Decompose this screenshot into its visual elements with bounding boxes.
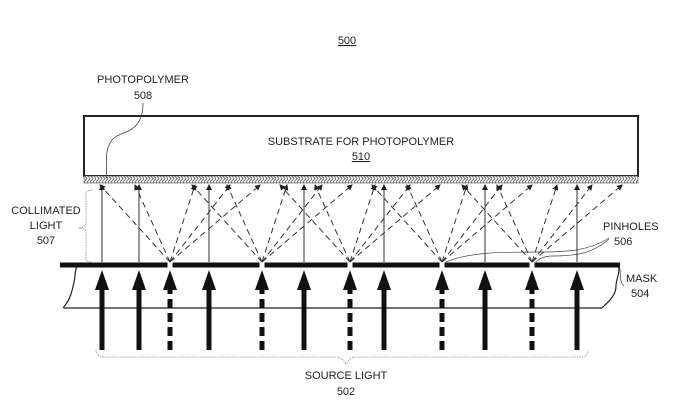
arrow-head bbox=[435, 270, 449, 290]
substrate-label: SUBSTRATE FOR PHOTOPOLYMER bbox=[268, 136, 454, 148]
diffracted-ray bbox=[191, 184, 263, 263]
pinhole bbox=[530, 263, 534, 267]
pinholes-leader-1 bbox=[445, 237, 610, 263]
photopolymer-ref: 508 bbox=[134, 90, 152, 102]
photopolymer-label: PHOTOPOLYMER bbox=[97, 74, 189, 86]
arrow-head bbox=[95, 270, 109, 290]
diffracted-ray bbox=[349, 184, 441, 263]
source-arrow-dashed bbox=[435, 270, 449, 350]
diffracted-ray bbox=[531, 184, 593, 263]
pinhole bbox=[260, 263, 264, 267]
diffracted-ray bbox=[496, 184, 533, 263]
diffracted-ray bbox=[441, 184, 503, 263]
source-arrow-solid bbox=[377, 270, 391, 350]
diffracted-ray bbox=[261, 184, 289, 263]
arrow-head bbox=[525, 270, 539, 290]
diffracted-ray bbox=[349, 184, 377, 263]
mask-leader bbox=[618, 265, 625, 287]
arrow-head bbox=[202, 270, 216, 290]
mask bbox=[60, 262, 620, 268]
diffracted-ray bbox=[169, 184, 197, 263]
mask-label: MASK bbox=[626, 273, 658, 285]
source-arrow-solid bbox=[132, 270, 146, 350]
diffracted-ray bbox=[169, 184, 231, 263]
diffracted-ray bbox=[226, 184, 263, 263]
light-rays bbox=[99, 184, 623, 263]
pinholes-ref: 506 bbox=[614, 236, 632, 248]
collimated-light-label-2: LIGHT bbox=[30, 220, 63, 232]
pinholes-label: PINHOLES bbox=[603, 221, 659, 233]
source-arrow-dashed bbox=[163, 270, 177, 350]
source-arrows bbox=[95, 270, 584, 350]
diffracted-ray bbox=[99, 184, 171, 263]
source-arrow-solid bbox=[95, 270, 109, 350]
left-break-line bbox=[62, 264, 81, 309]
diffracted-ray bbox=[461, 184, 533, 263]
arrow-head bbox=[570, 270, 584, 290]
pinhole bbox=[440, 263, 444, 267]
diffracted-ray bbox=[169, 184, 261, 263]
arrow-head bbox=[343, 270, 357, 290]
right-break-line bbox=[601, 264, 620, 309]
pinholes-leader-2 bbox=[535, 238, 610, 263]
photopolymer-leader bbox=[105, 102, 144, 179]
diffracted-ray bbox=[261, 184, 353, 263]
diffracted-ray bbox=[406, 184, 443, 263]
pinhole bbox=[168, 263, 172, 267]
arrow-head bbox=[297, 270, 311, 290]
diffracted-ray bbox=[371, 184, 443, 263]
diffracted-ray bbox=[261, 184, 323, 263]
diffracted-ray bbox=[134, 184, 171, 263]
diffracted-ray bbox=[349, 184, 411, 263]
source-arrow-dashed bbox=[343, 270, 357, 350]
diffracted-ray bbox=[441, 184, 533, 263]
source-arrow-solid bbox=[478, 270, 492, 350]
source-light-ref: 502 bbox=[337, 386, 355, 398]
collimated-light-ref: 507 bbox=[37, 235, 55, 247]
source-arrow-solid bbox=[570, 270, 584, 350]
arrow-head bbox=[132, 270, 146, 290]
figure-number: 500 bbox=[338, 35, 356, 47]
arrow-head bbox=[377, 270, 391, 290]
diffracted-ray bbox=[441, 184, 469, 263]
source-arrow-solid bbox=[297, 270, 311, 350]
diffracted-ray bbox=[314, 184, 351, 263]
collimated-light-label-1: COLLIMATED bbox=[11, 205, 81, 217]
pinhole bbox=[348, 263, 352, 267]
arrow-head bbox=[163, 270, 177, 290]
source-light-bracket bbox=[95, 349, 589, 365]
source-light-label: SOURCE LIGHT bbox=[305, 370, 388, 382]
arrow-head bbox=[255, 270, 269, 290]
mask-ref: 504 bbox=[631, 288, 649, 300]
arrow-head bbox=[478, 270, 492, 290]
collimated-light-bracket bbox=[77, 189, 93, 263]
substrate-box bbox=[83, 115, 639, 177]
source-arrow-dashed bbox=[255, 270, 269, 350]
source-arrow-solid bbox=[202, 270, 216, 350]
diffracted-ray bbox=[279, 184, 351, 263]
substrate-ref: 510 bbox=[352, 151, 370, 163]
source-arrow-dashed bbox=[525, 270, 539, 350]
diffracted-ray bbox=[531, 184, 559, 263]
photopolymer-layer bbox=[83, 175, 639, 184]
